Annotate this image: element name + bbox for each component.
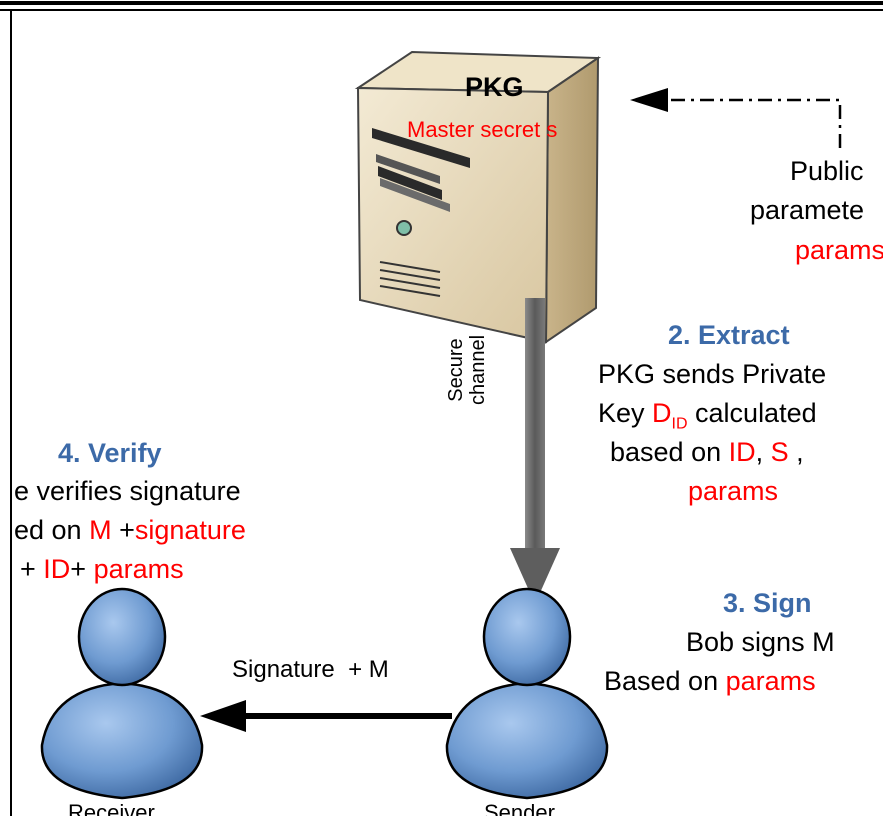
verify-plus-separator: + xyxy=(70,554,94,584)
verify-plus-text: + xyxy=(111,515,135,545)
receiver-user-icon xyxy=(40,587,204,800)
sign-line1: Bob signs M xyxy=(686,627,835,657)
verify-line1: e verifies signature xyxy=(14,476,241,506)
extract-calculated-text: calculated xyxy=(687,398,817,428)
secure-channel-arrow xyxy=(510,298,560,604)
parameters-label: paramete xyxy=(750,195,865,225)
sender-user-icon xyxy=(445,587,609,800)
verify-heading: 4. Verify xyxy=(58,438,162,468)
sign-line2: Based on params xyxy=(604,666,816,697)
sign-params-text: params xyxy=(725,666,816,696)
sender-label: Sender xyxy=(484,800,555,816)
signature-arrow xyxy=(200,700,452,732)
sign-heading: 3. Sign xyxy=(723,588,812,618)
extract-line1: PKG sends Private xyxy=(598,359,827,389)
pkg-title: PKG xyxy=(465,72,524,102)
verify-line2: ed on M +signature xyxy=(14,515,246,546)
public-params-arrow xyxy=(630,88,842,148)
extract-line3: based on ID, S , xyxy=(610,437,804,468)
secure-channel-label: Secure channel xyxy=(445,300,489,440)
extract-key-text: Key xyxy=(598,398,653,428)
extract-heading: 2. Extract xyxy=(668,320,790,350)
verify-plus-prefix: + xyxy=(20,554,44,584)
verify-based-on-text: ed on xyxy=(14,515,90,545)
extract-params: params xyxy=(688,476,779,506)
master-secret-label: Master secret s xyxy=(407,117,558,142)
verify-params-text: params xyxy=(93,554,184,584)
extract-line2: Key DID calculated xyxy=(598,398,817,433)
extract-s-text: S xyxy=(770,437,789,467)
public-label: Public xyxy=(790,156,864,186)
extract-comma: , xyxy=(788,437,804,467)
verify-line3: + ID+ params xyxy=(20,554,184,585)
extract-id-subscript: ID xyxy=(671,415,688,433)
verify-m-text: M xyxy=(89,515,112,545)
params-label: params xyxy=(795,235,883,265)
secure-channel-line1: Secure xyxy=(445,338,467,402)
extract-based-on-text: based on xyxy=(610,437,729,467)
extract-id-text: ID xyxy=(728,437,756,467)
secure-channel-line2: channel xyxy=(467,334,489,406)
signature-m-label: Signature + M xyxy=(232,656,389,683)
server-icon xyxy=(354,50,602,344)
verify-signature-text: signature xyxy=(134,515,246,545)
extract-separator: , xyxy=(755,437,771,467)
verify-id-text: ID xyxy=(43,554,71,584)
receiver-label: Receiver xyxy=(68,800,155,816)
extract-d-symbol: D xyxy=(652,398,672,428)
sign-based-on-text: Based on xyxy=(604,666,726,696)
